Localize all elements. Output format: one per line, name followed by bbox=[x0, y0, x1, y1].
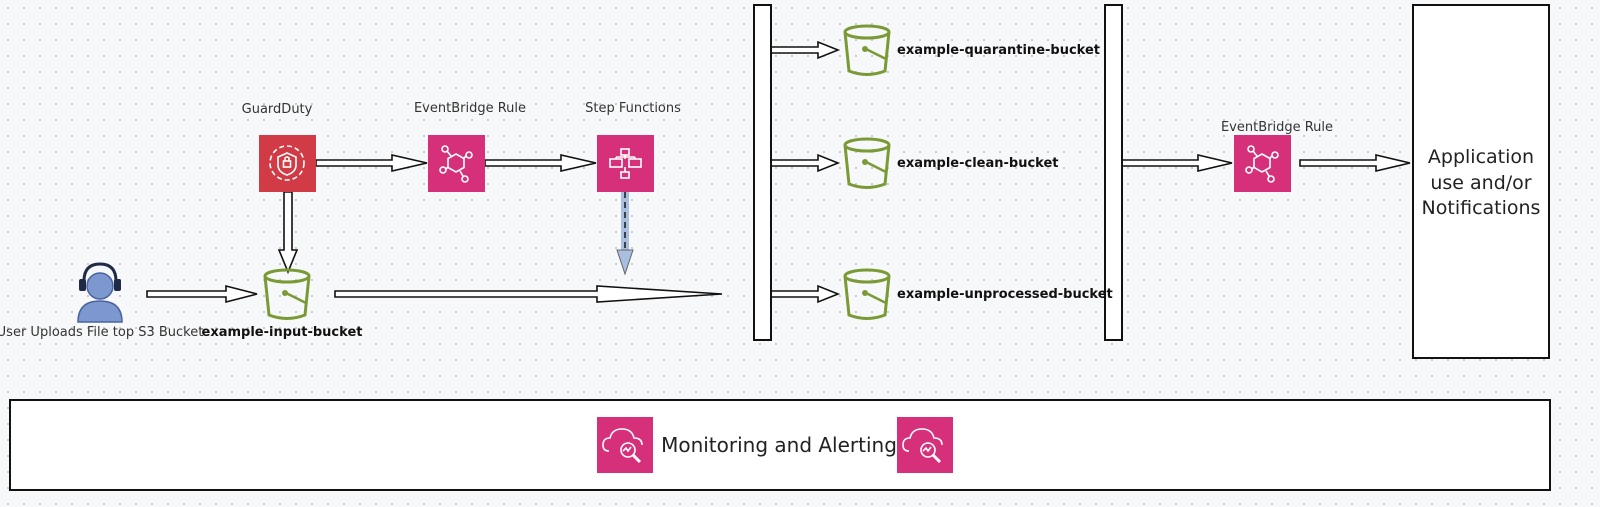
guardduty-node: GuardDuty bbox=[242, 102, 316, 192]
eventbridge-rule-node: EventBridge Rule bbox=[414, 101, 526, 192]
eventbridge-label-2: EventBridge Rule bbox=[1221, 120, 1333, 135]
monitoring-panel: Monitoring and Alerting bbox=[9, 399, 1551, 491]
eventbridge-label: EventBridge Rule bbox=[414, 101, 526, 116]
input-bucket-node: example-input-bucket bbox=[202, 268, 363, 340]
application-line-1: Application bbox=[1428, 146, 1534, 168]
user-headset-icon bbox=[77, 262, 123, 323]
application-line-3: Notifications bbox=[1422, 197, 1541, 219]
arrow-eventbridge-to-stepfunctions bbox=[484, 153, 597, 173]
s3-bucket-icon bbox=[843, 137, 891, 189]
step-functions-label: Step Functions bbox=[585, 101, 681, 116]
clean-bucket-node: example-clean-bucket bbox=[843, 137, 1059, 189]
eventbridge-rule-node-2: EventBridge Rule bbox=[1221, 120, 1333, 192]
arrow-wall-to-eventbridge bbox=[1121, 153, 1233, 173]
application-box: Application use and/or Notifications bbox=[1412, 4, 1550, 359]
arrow-stepfunctions-down-dashed bbox=[616, 192, 634, 276]
arrow-guardduty-to-input-bucket bbox=[277, 191, 299, 275]
cloudwatch-tile-right bbox=[897, 417, 953, 473]
unprocessed-bucket-label: example-unprocessed-bucket bbox=[897, 287, 1113, 302]
arrow-user-to-input-bucket bbox=[146, 284, 258, 304]
arrow-guardduty-to-eventbridge bbox=[315, 153, 428, 173]
application-line-2: use and/or bbox=[1430, 172, 1531, 194]
arrow-to-unprocessed-bucket bbox=[770, 284, 841, 304]
eventbridge-tile-2 bbox=[1234, 135, 1291, 192]
guardduty-label: GuardDuty bbox=[242, 102, 313, 117]
step-functions-node: Step Functions bbox=[585, 101, 681, 192]
arrow-to-clean-bucket bbox=[770, 153, 841, 173]
s3-bucket-icon bbox=[263, 268, 311, 320]
cloudwatch-tile-left bbox=[597, 417, 653, 473]
user-label: User Uploads File top S3 Bucket bbox=[0, 325, 203, 340]
monitoring-label: Monitoring and Alerting bbox=[661, 433, 897, 457]
clean-bucket-label: example-clean-bucket bbox=[897, 156, 1059, 171]
fanout-wall-right bbox=[1104, 4, 1123, 341]
eventbridge-tile bbox=[428, 135, 485, 192]
arrow-to-quarantine-bucket bbox=[770, 40, 841, 60]
s3-bucket-icon bbox=[843, 268, 891, 320]
arrow-input-to-wall bbox=[334, 285, 723, 303]
quarantine-bucket-node: example-quarantine-bucket bbox=[843, 24, 1100, 76]
guardduty-icon bbox=[269, 145, 305, 181]
unprocessed-bucket-node: example-unprocessed-bucket bbox=[843, 268, 1113, 320]
s3-bucket-icon bbox=[843, 24, 891, 76]
step-functions-tile bbox=[597, 135, 654, 192]
user-node: User Uploads File top S3 Bucket bbox=[0, 262, 203, 340]
input-bucket-label: example-input-bucket bbox=[202, 325, 363, 340]
arrow-eventbridge-to-application bbox=[1299, 153, 1411, 173]
guardduty-tile bbox=[259, 135, 316, 192]
fanout-wall-left bbox=[753, 4, 772, 341]
step-functions-icon bbox=[609, 148, 642, 179]
quarantine-bucket-label: example-quarantine-bucket bbox=[897, 43, 1100, 58]
